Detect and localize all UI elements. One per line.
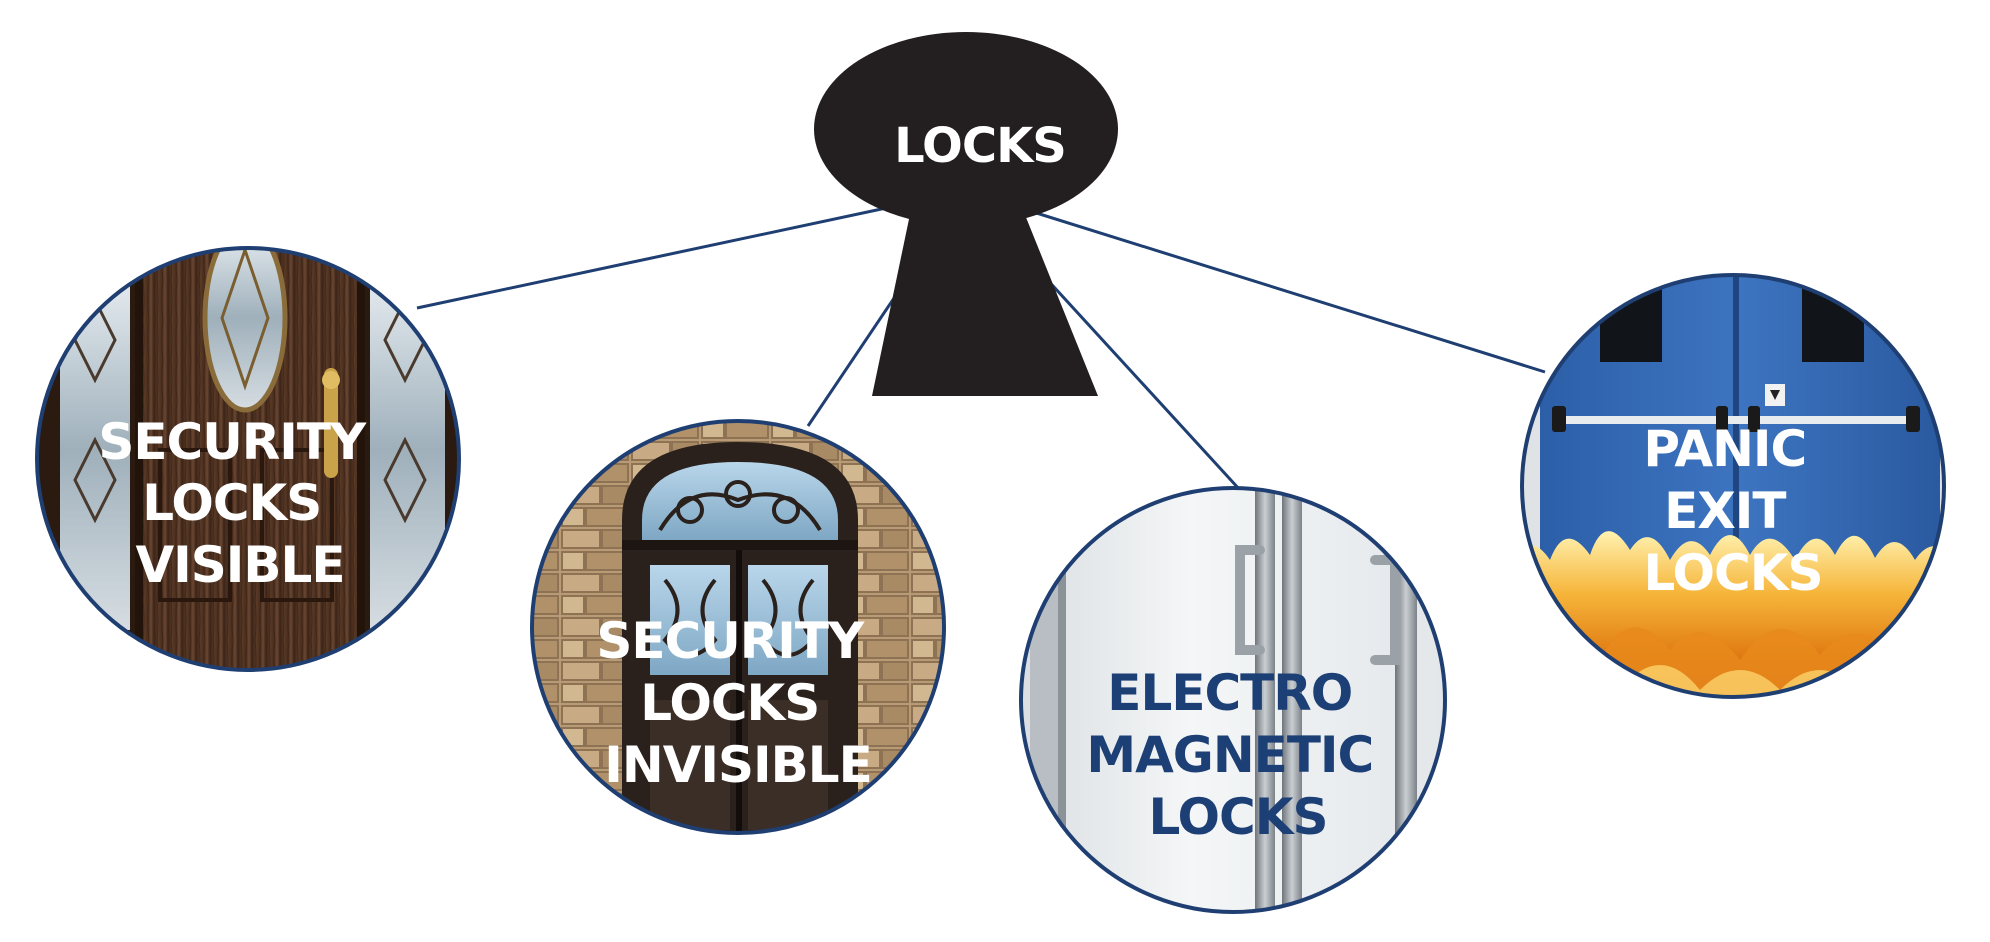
node-label-line: SECURITY [596,612,865,670]
node-panic-exit-locks: PANIC EXIT LOCKS [1510,270,1960,710]
node-label-line: SECURITY [98,413,367,471]
node-label-line: LOCKS [640,674,819,732]
node-label-line: EXIT [1664,482,1786,540]
node-security-locks-invisible: SECURITY LOCKS INVISIBLE [520,410,960,860]
node-label-line: VISIBLE [135,536,344,594]
node-label: PANIC EXIT LOCKS [1643,420,1822,602]
node-label-line: ELECTRO [1107,664,1352,722]
node-label-line: INVISIBLE [604,736,872,794]
node-electro-magnetic-locks: ELECTRO MAGNETIC LOCKS [1010,480,1460,930]
node-label-line: MAGNETIC [1086,726,1373,784]
node-security-locks-visible: SECURITY LOCKS VISIBLE [30,226,470,680]
node-label-line: LOCKS [1148,788,1327,846]
node-label-line: PANIC [1643,420,1806,478]
node-label-line: LOCKS [142,474,321,532]
node-label-line: LOCKS [1643,544,1822,602]
root-label: LOCKS [894,118,1066,174]
